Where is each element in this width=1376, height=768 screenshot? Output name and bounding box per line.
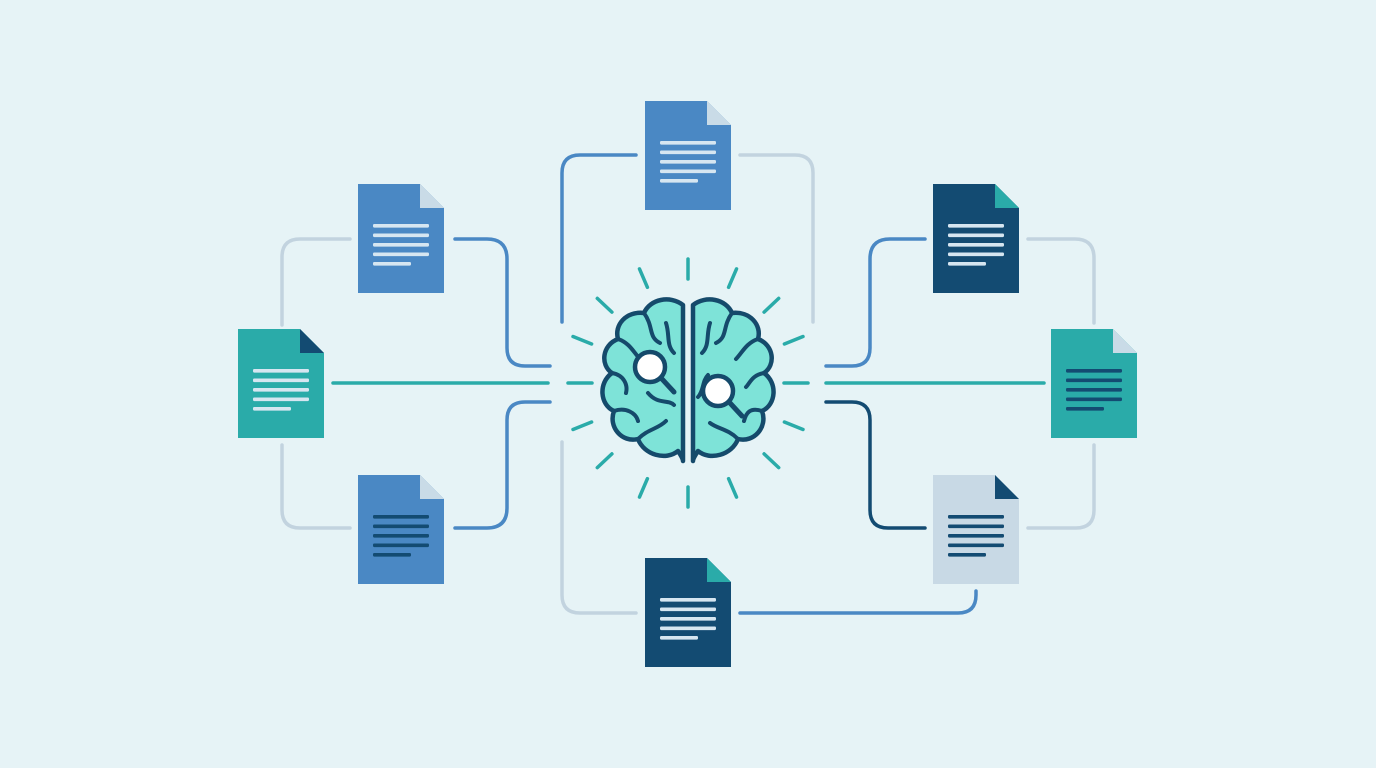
document-icon-bottom-center [645,558,731,667]
document-text-line [660,617,716,621]
document-fold [1113,329,1137,353]
document-body [933,184,1019,293]
document-body [1051,329,1137,438]
magnifier-icon [700,373,745,419]
document-text-line [660,150,716,155]
document-text-line [253,378,309,383]
document-text-line [660,607,716,612]
document-icon-left-lower [358,475,444,584]
hub-ray [637,267,650,290]
connector-right-lower-outer [1026,443,1096,530]
document-text-line [373,534,429,538]
document-fold [995,475,1019,499]
connectors [280,153,1096,615]
document-text-line [1066,397,1122,402]
hub-ray [782,420,805,432]
document-text-line [253,369,309,373]
hub-ray [726,476,739,499]
connector-right-upper-outer [1026,237,1096,325]
document-text-line [660,598,716,602]
document-text-line [948,262,986,266]
document-fold [995,184,1019,208]
document-text-line [1066,388,1122,392]
document-text-line [660,169,716,174]
document-text-line [373,252,429,257]
document-text-line [948,543,1004,548]
connector-left-lower-outer [280,443,352,530]
document-text-line [948,252,1004,257]
document-text-line [373,553,411,557]
connector-left-upper-outer [280,237,352,327]
hub-ray [571,420,594,432]
document-text-line [660,626,716,631]
connector-top-right [738,153,815,324]
document-text-line [253,407,291,411]
document-body [238,329,324,438]
document-text-line [660,636,698,640]
connector-left-lower-hub [453,400,552,530]
document-text-line [948,534,1004,538]
document-fold [420,184,444,208]
hub-ray [762,296,781,314]
document-text-line [1066,378,1122,383]
document-text-line [373,224,429,228]
document-text-line [660,141,716,145]
hub-rays [571,257,805,509]
document-icon-top-center [645,101,731,210]
document-text-line [1066,407,1104,411]
document-icon-left-upper [358,184,444,293]
document-text-line [373,515,429,519]
document-text-line [373,243,429,247]
document-text-line [948,243,1004,247]
document-text-line [253,388,309,392]
hub-ray [571,334,594,346]
brain-icon [600,297,776,464]
hub-ray [595,452,614,470]
document-icon-left-middle [238,329,324,438]
connector-left-upper-hub [453,237,552,368]
document-fold [707,101,731,125]
document-text-line [660,160,716,164]
connector-right-upper-hub [824,237,927,368]
document-text-line [948,515,1004,519]
document-body [358,475,444,584]
document-text-line [948,553,986,557]
hub-ray [726,267,739,290]
hub-ray [595,296,614,314]
connector-top-left [560,153,638,324]
connector-bottom-right [738,589,978,615]
document-body [358,184,444,293]
document-text-line [253,397,309,402]
document-fold [420,475,444,499]
document-icon-right-upper [933,184,1019,293]
document-text-line [660,179,698,183]
connector-bottom-left [560,440,638,615]
document-text-line [948,224,1004,228]
magnifier-icon [632,349,677,395]
document-text-line [373,233,429,238]
hub-ray [762,452,781,470]
hub-ray [782,334,805,346]
document-icon-right-middle [1051,329,1137,438]
document-fold [707,558,731,582]
connector-right-lower-hub [824,400,927,530]
document-text-line [373,262,411,266]
documents [238,101,1137,667]
document-icon-right-lower [933,475,1019,584]
document-text-line [373,543,429,548]
document-fold [300,329,324,353]
document-body [645,101,731,210]
document-body [933,475,1019,584]
document-text-line [948,233,1004,238]
document-text-line [1066,369,1122,373]
hub-ray [637,476,650,499]
document-text-line [373,524,429,529]
document-text-line [948,524,1004,529]
document-body [645,558,731,667]
